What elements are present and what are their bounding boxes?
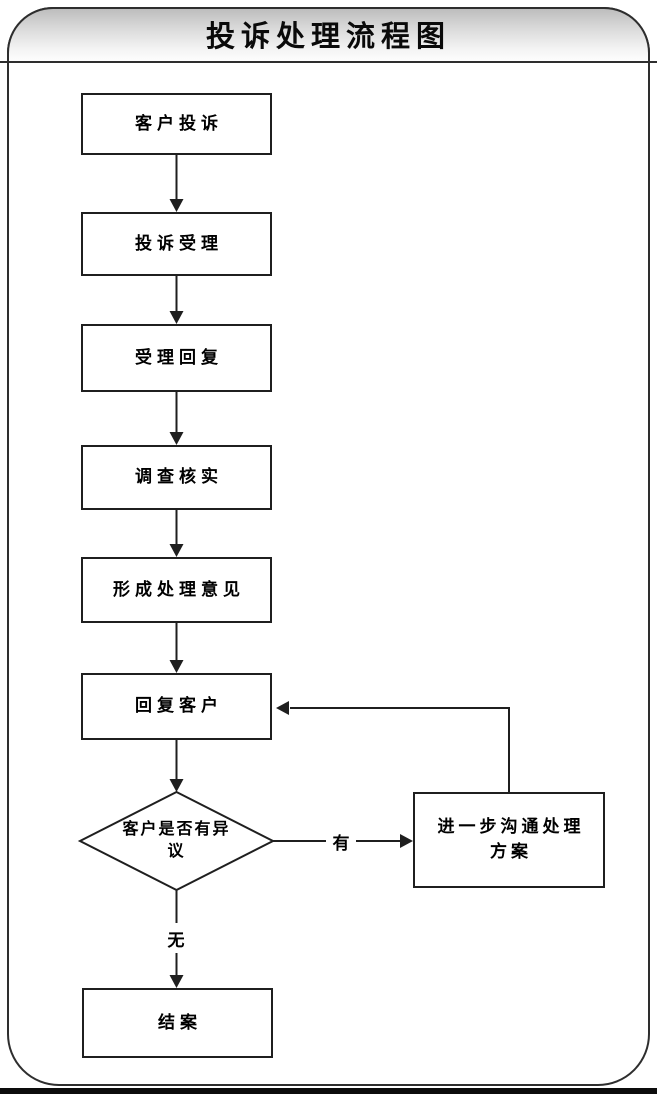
node-label: 结案 bbox=[158, 1012, 202, 1032]
diamond-shape bbox=[77, 790, 276, 892]
arrowhead bbox=[169, 779, 184, 792]
edge-label-yes: 有 bbox=[326, 826, 356, 856]
page-title: 投诉处理流程图 bbox=[205, 21, 451, 53]
arrowhead bbox=[169, 311, 184, 324]
node-customer-complaint: 客户投诉 bbox=[81, 93, 272, 155]
node-label-line2: 方案 bbox=[490, 842, 532, 861]
node-label-line1: 进一步沟通处理 bbox=[437, 817, 585, 837]
node-label-line1: 客户是否有异 bbox=[122, 821, 231, 839]
node-label: 形成处理意见 bbox=[113, 579, 245, 599]
arrowhead bbox=[276, 701, 289, 715]
node-form-opinion: 形成处理意见 bbox=[81, 557, 272, 623]
arrowhead bbox=[169, 975, 184, 988]
banner-separator-line bbox=[0, 61, 657, 63]
arrowhead bbox=[169, 199, 184, 212]
bottom-border-bar bbox=[0, 1088, 657, 1094]
node-case-closed: 结案 bbox=[82, 988, 273, 1058]
node-label: 投诉受理 bbox=[135, 233, 223, 253]
node-label: 受理回复 bbox=[135, 347, 223, 367]
node-investigation: 调查核实 bbox=[81, 445, 272, 510]
node-label: 回复客户 bbox=[135, 696, 223, 716]
node-label-line2: 议 bbox=[167, 843, 186, 860]
node-acceptance-reply: 受理回复 bbox=[81, 324, 272, 392]
arrowhead bbox=[169, 660, 184, 673]
edge-label-no: 无 bbox=[158, 923, 194, 953]
node-label: 客户投诉 bbox=[135, 113, 223, 133]
node-further-communication: 进一步沟通处理 方案 bbox=[413, 792, 605, 888]
node-decision-objection: 客户是否有异 议 bbox=[90, 810, 263, 872]
node-complaint-acceptance: 投诉受理 bbox=[81, 212, 272, 276]
arrowhead bbox=[169, 544, 184, 557]
node-label: 调查核实 bbox=[135, 467, 223, 487]
edge-n7-n6 bbox=[290, 707, 510, 792]
arrowhead bbox=[400, 834, 413, 848]
arrowhead bbox=[169, 432, 184, 445]
node-reply-customer: 回复客户 bbox=[81, 673, 272, 740]
